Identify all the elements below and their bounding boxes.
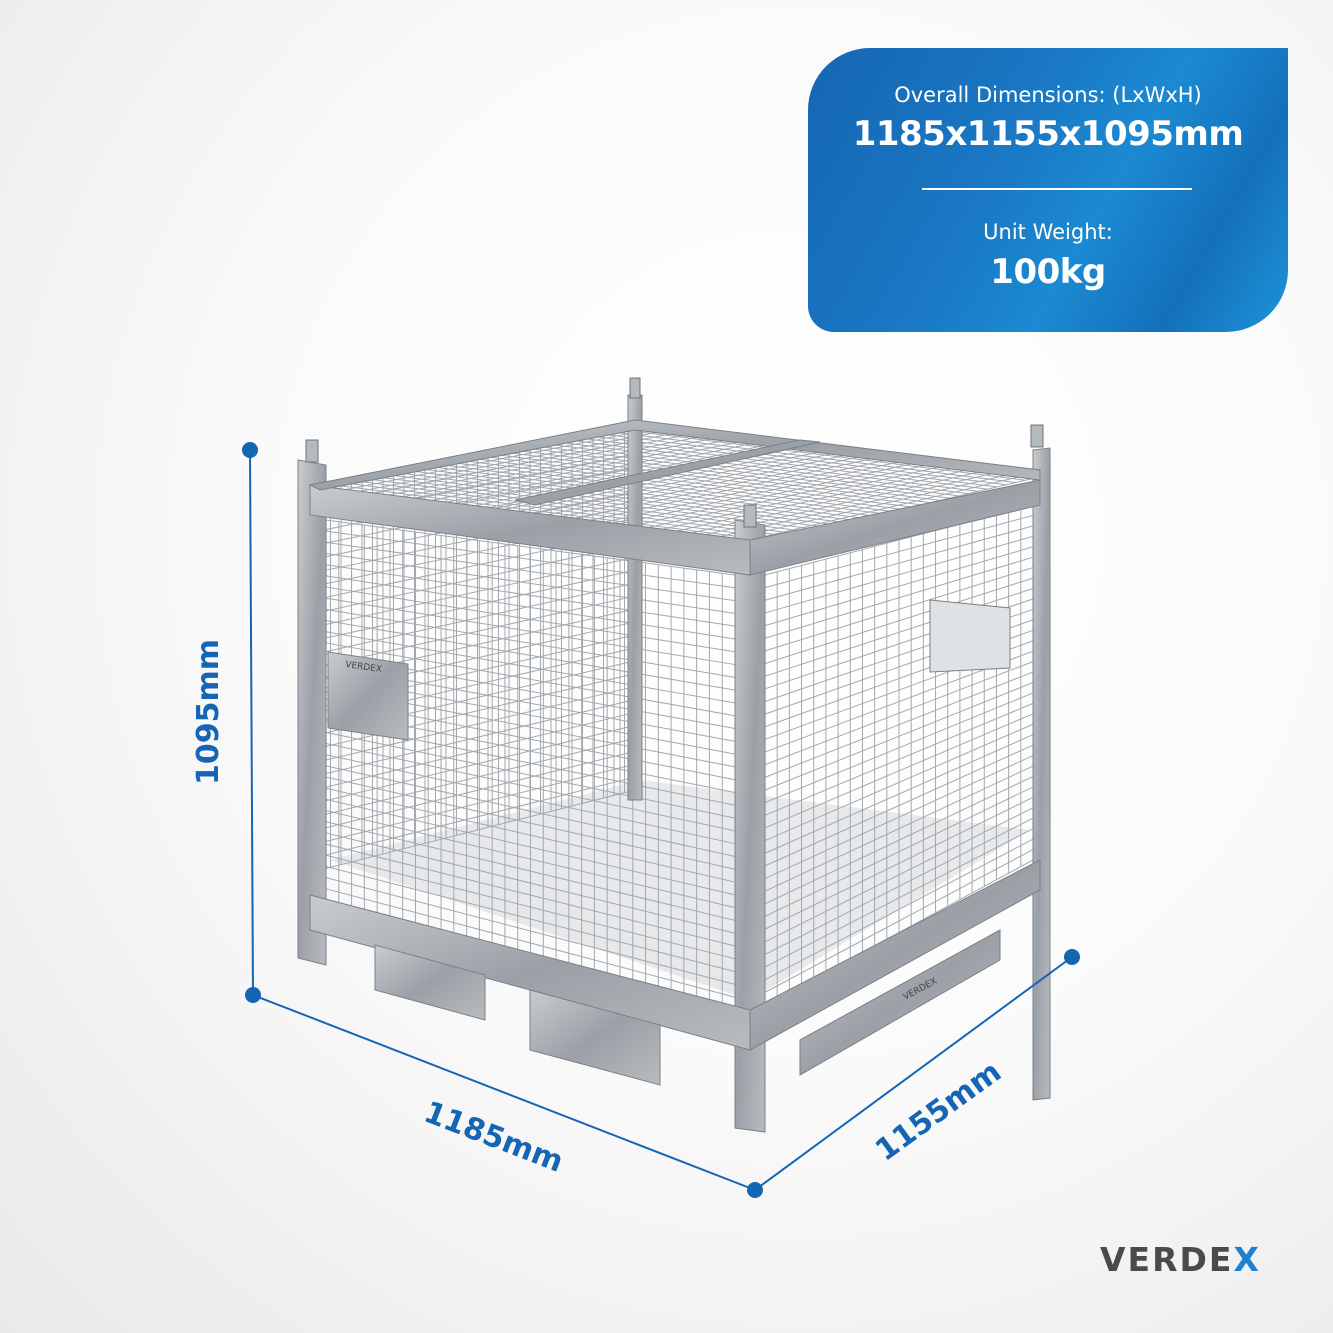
stacking-cone <box>743 504 757 528</box>
dimension-endpoint <box>1064 949 1080 965</box>
weight-label: Unit Weight: <box>983 220 1113 244</box>
dimension-endpoint <box>747 1182 763 1198</box>
top-center-bar <box>514 439 821 506</box>
post-left <box>297 459 327 966</box>
stacking-cone <box>629 377 641 399</box>
mesh-right <box>764 504 1034 1006</box>
dimension-endpoint <box>245 987 261 1003</box>
stacking-cone <box>1030 424 1044 448</box>
fork-pocket-2 <box>529 989 661 1086</box>
cage-pallet: VERDEX VERDEX <box>297 377 1051 1133</box>
dimensions-label: Overall Dimensions: (LxWxH) <box>894 83 1202 107</box>
dimension-endpoint <box>242 442 258 458</box>
weight-value: 100kg <box>990 252 1106 292</box>
bottom-rail-right <box>749 859 1041 1051</box>
length-label: 1185mm <box>419 1095 568 1180</box>
height-dimension-line <box>249 449 254 996</box>
stacking-cone <box>305 439 319 463</box>
verdex-logo: VERDEX <box>1100 1240 1261 1279</box>
fork-pocket-right <box>799 929 1001 1076</box>
post-right <box>1032 447 1051 1101</box>
fork-pocket-1 <box>374 944 486 1021</box>
height-label: 1095mm <box>191 639 226 785</box>
dimensions-value: 1185x1155x1095mm <box>852 114 1244 154</box>
length-dimension-line <box>252 994 756 1191</box>
top-rail-right <box>749 479 1041 576</box>
divider <box>922 188 1192 190</box>
width-label: 1155mm <box>869 1054 1008 1168</box>
side-label-plate <box>929 599 1011 673</box>
post-back-left <box>627 394 643 801</box>
top-rail-back <box>308 419 1041 491</box>
specs-panel: Overall Dimensions: (LxWxH) 1185x1155x10… <box>808 48 1288 332</box>
lock-plate <box>327 651 409 741</box>
width-dimension-line <box>754 956 1073 1191</box>
